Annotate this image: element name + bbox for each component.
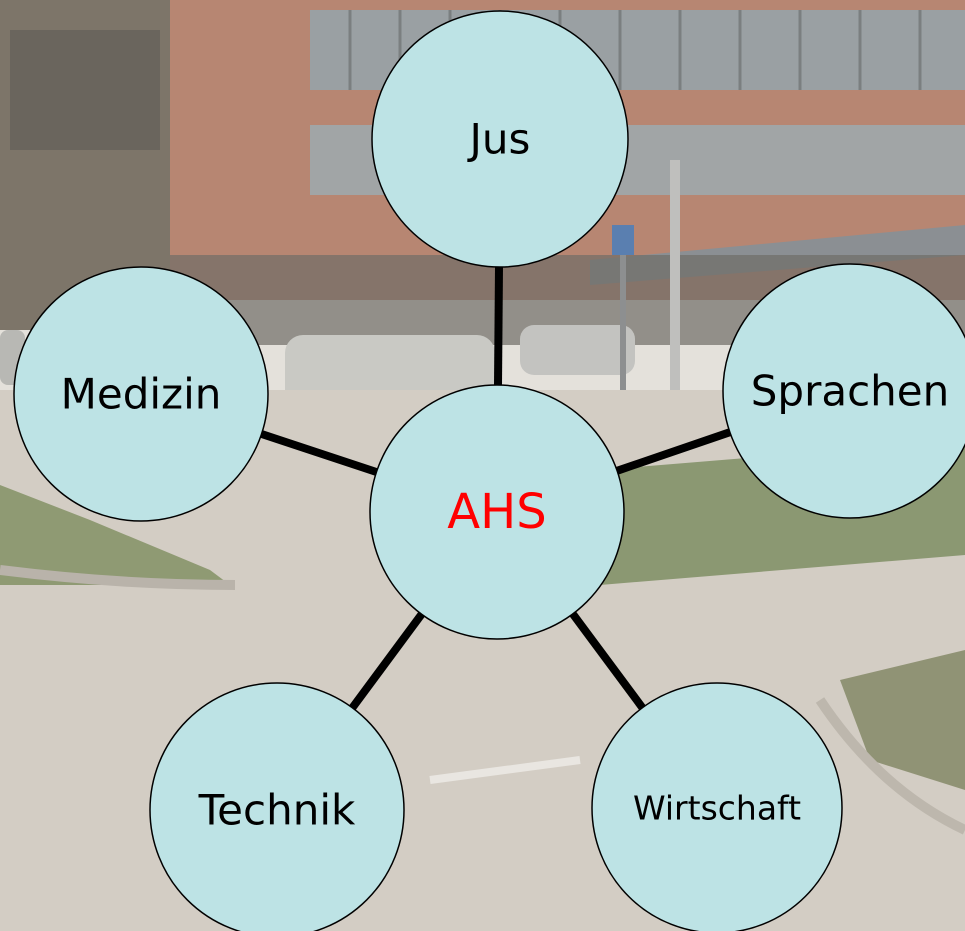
connector-lines [260,266,732,711]
connector-technik [349,611,425,711]
node-label-jus: Jus [467,115,531,164]
node-circle-jus [371,10,629,268]
node-circle-wirtschaft [591,682,843,931]
node-technik: Technik [149,682,405,931]
center-circle [369,384,625,640]
node-circle-sprachen [722,263,965,519]
connector-wirtschaft [569,611,646,711]
bg-curb-left [0,565,236,590]
bg-grass-left [0,485,230,585]
center-node: AHS [369,384,625,640]
node-label-sprachen: Sprachen [751,367,950,416]
node-circle-technik [149,682,405,931]
bg-parking-post [620,255,626,425]
node-label-technik: Technik [198,786,356,835]
node-jus: Jus [371,10,629,268]
connector-medizin [260,430,378,476]
node-circle-medizin [13,266,269,522]
node-label-medizin: Medizin [61,370,222,419]
bg-shrubs-right [840,650,965,790]
connector-jus [494,266,503,386]
bg-sign-post [670,160,680,540]
connector-sprachen [615,428,732,475]
node-medizin: Medizin [13,266,269,522]
center-label: AHS [447,484,546,540]
bg-left-building-glass [10,30,160,150]
bg-car-2 [520,325,635,375]
bg-road-marking [429,756,581,784]
node-label-wirtschaft: Wirtschaft [633,789,801,828]
bg-curb-right [815,697,965,835]
bg-parking-sign [612,225,634,255]
node-wirtschaft: Wirtschaft [591,682,843,931]
node-sprachen: Sprachen [722,263,965,519]
